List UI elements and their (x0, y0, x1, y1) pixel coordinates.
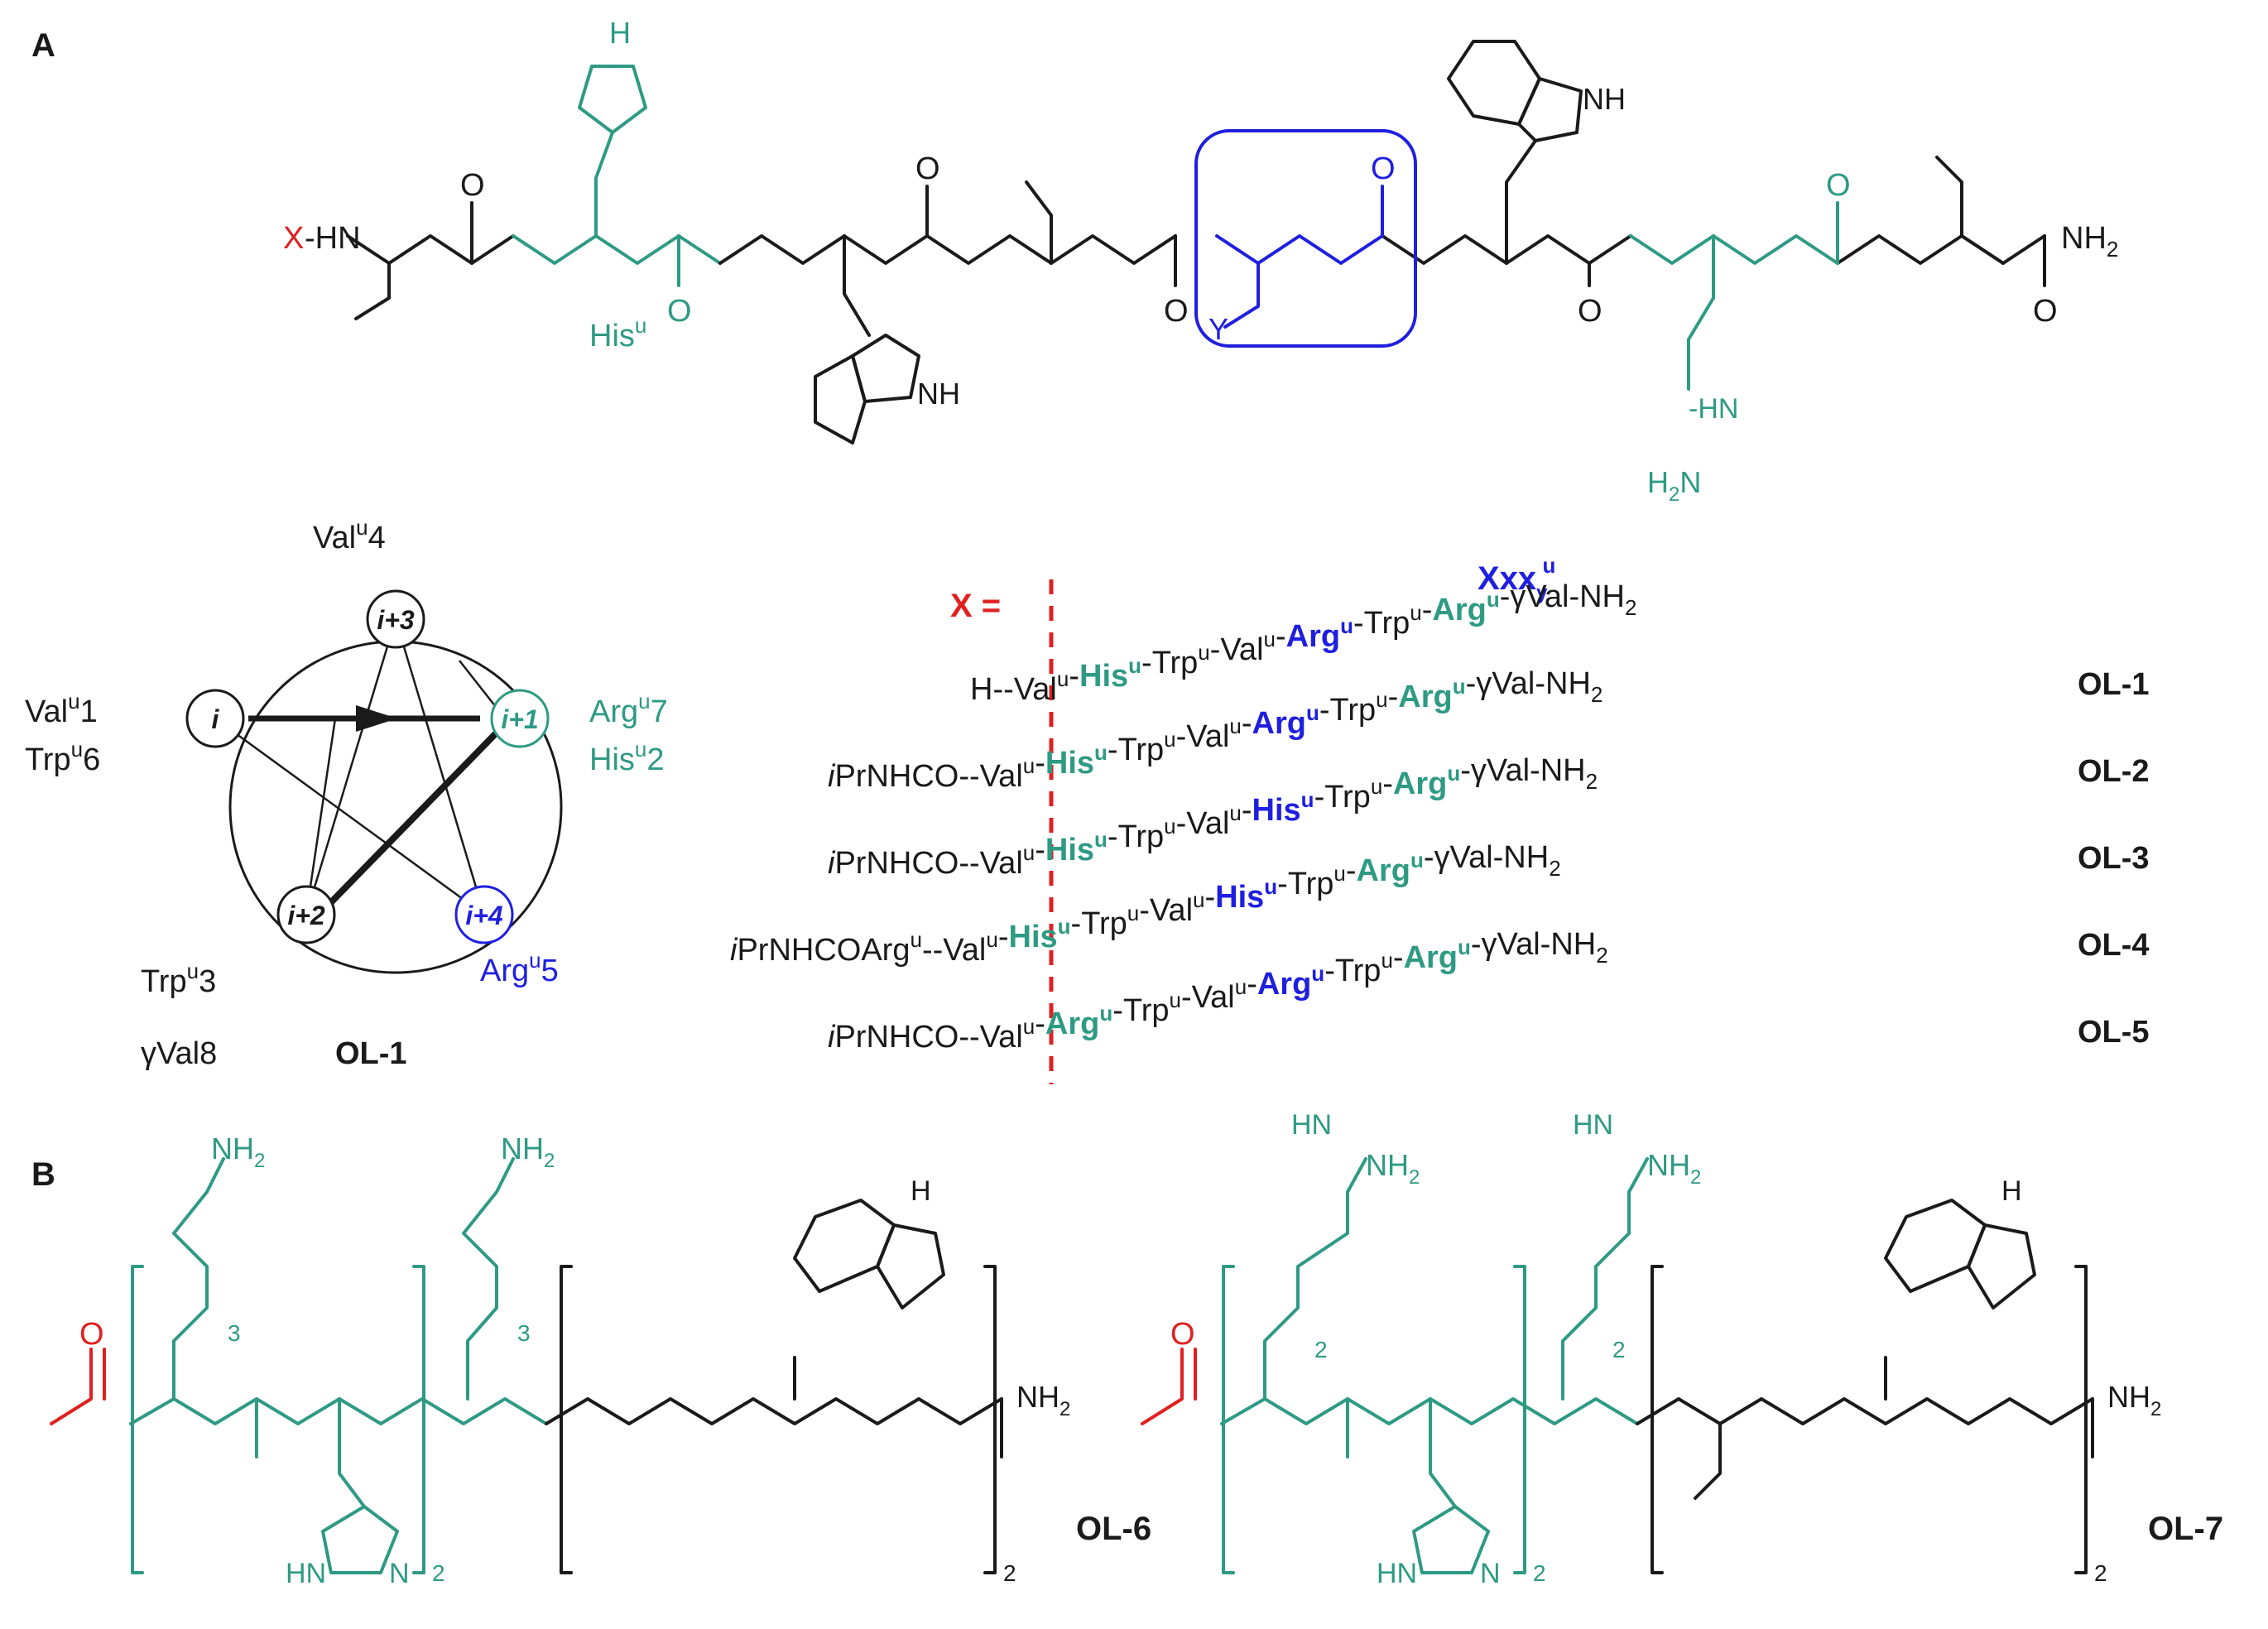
ol6-sub3-1: 3 (228, 1320, 241, 1346)
wheel-node-i3 (366, 589, 425, 649)
ol6-imidazole-n: N (389, 1558, 410, 1589)
wheel-arg7: Argu7 (589, 689, 668, 729)
node-label-i3: i+3 (377, 605, 415, 635)
ol7-nh2-2: NH2 (1647, 1148, 1701, 1189)
helical-wheel: i+3 i i+1 i+2 i+4 Valu4 Valu1 Trpu6 Argu… (25, 515, 668, 1071)
ol7-bracket-2a: 2 (1533, 1560, 1546, 1586)
sequence-row-3: iPrNHCO--Valu-Hisu-Trpu-Valu-Hisu-Trpu-A… (828, 753, 1598, 881)
wheel-node-i4 (454, 885, 514, 944)
structure-a-labels: X -HN O O O O O O O O Hisu Y NH NH H NH2… (283, 16, 2118, 506)
sequence-row-5: iPrNHCO--Valu-Argu-Trpu-Valu-Argu-Trpu-A… (828, 927, 1608, 1055)
wheel-gval8: γVal8 (141, 1036, 217, 1071)
wheel-node-i2 (276, 885, 336, 944)
nh-imidazole: H (609, 16, 631, 50)
ol6-c-nh2: NH2 (1016, 1380, 1070, 1420)
panel-label-a: A (31, 27, 55, 64)
structure-b-labels: O O NH2 NH2 3 3 2 2 NH2 H HN N OL-6 HN N… (79, 1109, 2223, 1589)
backbone-4 (1836, 234, 2046, 265)
backbone-2 (718, 234, 1177, 265)
sequence-row-4: iPrNHCOArgu--Valu-Hisu-Trpu-Valu-Hisu-Tr… (730, 840, 1561, 968)
sequence-table: X = Xxxyu (950, 553, 1555, 1084)
o-label-7: O (1826, 168, 1851, 203)
ol7-imidazole-n: N (1480, 1558, 1501, 1589)
wheel-arg5: Argu5 (480, 948, 559, 988)
o-label-8: O (2033, 294, 2058, 329)
sequence-rows: H--Valu-Hisu-Trpu-Valu-Argu-Trpu-Argu-γV… (730, 579, 2150, 1055)
o-label-1: O (460, 168, 485, 203)
o-label-6: O (1578, 294, 1602, 329)
his-sidechain-label: Hisu (589, 313, 646, 353)
nh-indole-1: NH (917, 377, 960, 411)
ol7-hn-2: HN (1573, 1109, 1613, 1141)
hn-label: -HN (305, 221, 361, 256)
wheel-val1: Valu1 (25, 689, 98, 729)
ol6-acyl-o: O (79, 1317, 104, 1352)
ol7-sub2-1: 2 (1314, 1337, 1328, 1362)
ol7-imidazole-hn: HN (1377, 1558, 1417, 1589)
panel-label-b: B (31, 1156, 55, 1193)
sequence-name-5: OL-5 (2078, 1015, 2150, 1050)
node-label-i1: i+1 (501, 704, 538, 734)
backbone-his (512, 234, 722, 265)
wheel-title: OL-1 (335, 1036, 407, 1071)
ol6-bracket-2a: 2 (432, 1560, 445, 1586)
wheel-node-i (185, 689, 245, 748)
sequence-name-1: OL-1 (2078, 667, 2150, 702)
ol7-c-nh2: NH2 (2107, 1380, 2161, 1420)
ol6-imidazole-hn: HN (286, 1558, 326, 1589)
ol7-sub2-2: 2 (1612, 1337, 1626, 1362)
o-label-3: O (915, 151, 940, 186)
ol6-nh2-1: NH2 (211, 1132, 265, 1172)
ol7-name: OL-7 (2148, 1511, 2223, 1547)
sequence-name-3: OL-3 (2078, 841, 2150, 876)
wheel-node-i1 (490, 689, 550, 748)
guanidine-h2n: H2N (1647, 465, 1701, 506)
c-terminal-nh2: NH2 (2061, 221, 2118, 262)
wheel-val4: Valu4 (313, 515, 386, 555)
wheel-trp6: Trpu6 (25, 737, 100, 777)
o-label-2: O (667, 294, 692, 329)
structure-a (346, 40, 2046, 444)
xxx-highlight-box (1194, 129, 1417, 348)
structure-b (50, 1157, 2094, 1574)
node-label-i2: i+2 (287, 901, 325, 930)
node-label-i: i (212, 704, 220, 734)
ol7-bracket-2b: 2 (2094, 1560, 2107, 1586)
ol7-nh2-1: NH2 (1366, 1148, 1420, 1189)
ol7-acyl-o: O (1170, 1317, 1195, 1352)
guanidine-nh: -HN (1689, 393, 1738, 425)
node-label-i4: i+4 (465, 901, 503, 930)
sequence-row-2: iPrNHCO--Valu-Hisu-Trpu-Valu-Argu-Trpu-A… (828, 666, 1602, 794)
o-label-4: O (1164, 294, 1189, 329)
ol7-hn-1: HN (1291, 1109, 1332, 1141)
wheel-trp3: Trpu3 (141, 959, 216, 999)
y-label: Y (1208, 312, 1228, 346)
wheel-his2: Hisu2 (589, 737, 665, 777)
ol6-bracket-2b: 2 (1003, 1560, 1016, 1586)
x-equals: X = (950, 588, 1001, 624)
ol6-name: OL-6 (1076, 1511, 1151, 1547)
backbone-arg (1629, 234, 1839, 265)
ol6-indole-h: H (911, 1175, 931, 1207)
ol7-indole-h: H (2001, 1175, 2022, 1207)
xxx-label: Xxxyu (1478, 553, 1555, 604)
nh-indole-2: NH (1583, 82, 1626, 116)
x-label: X (283, 221, 304, 256)
sequence-name-2: OL-2 (2078, 754, 2150, 789)
ol6-sub3-2: 3 (517, 1320, 531, 1346)
sequence-name-4: OL-4 (2078, 928, 2150, 963)
backbone-1 (346, 234, 515, 265)
sequence-row-1: H--Valu-Hisu-Trpu-Valu-Argu-Trpu-Argu-γV… (970, 579, 1636, 707)
o-label-5: O (1371, 151, 1396, 186)
ol6-nh2-2: NH2 (501, 1132, 555, 1172)
backbone-xxx (1215, 234, 1384, 265)
